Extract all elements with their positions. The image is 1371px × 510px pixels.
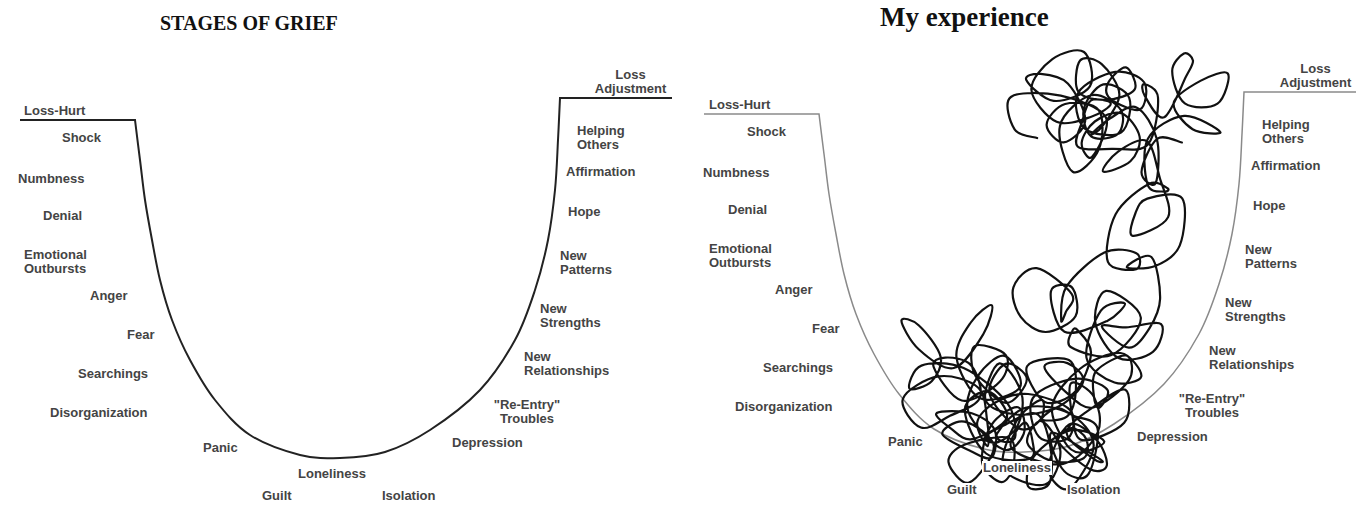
stage-label: Helping Others [1261,118,1329,146]
stage-label: "Re-Entry" Troubles [1172,392,1252,420]
stage-label: Guilt [946,483,978,497]
stage-label: Fear [127,328,154,342]
stage-label: Guilt [262,489,292,503]
stage-label: "Re-Entry" Troubles [488,398,566,426]
stage-label: Disorganization [734,400,834,414]
stage-label: Emotional Outbursts [24,248,99,276]
stage-label: Anger [90,289,128,303]
stage-label: Hope [568,205,601,219]
stage-label: Anger [774,283,814,297]
stage-label: New Patterns [560,249,632,277]
stage-label: New Strengths [540,302,620,330]
stage-label: Searchings [78,367,148,381]
stage-label: New Patterns [1244,243,1318,271]
stage-label: Numbness [18,172,84,186]
stage-label: New Relationships [524,350,629,378]
stage-label: Disorganization [50,406,148,420]
stage-label: Loss Adjustment [583,68,678,96]
stage-label: Depression [452,436,523,450]
stage-label: Hope [1252,199,1287,213]
grief-curve [20,98,672,458]
stage-label: Isolation [1066,483,1121,497]
stage-label: Loneliness [298,467,366,481]
stage-label: Loneliness [982,461,1052,475]
stage-label: Shock [62,131,101,145]
panel-title: My experience [880,2,1049,33]
stage-label: Isolation [382,489,435,503]
stage-label: Searchings [762,361,834,375]
stage-label: Shock [746,125,787,139]
stage-label: Numbness [702,166,770,180]
stage-label: Fear [811,322,840,336]
stage-label: Helping Others [577,124,643,152]
scribble [901,50,1228,489]
stage-label: Emotional Outbursts [708,242,785,270]
stage-label: Panic [887,435,924,449]
stage-label: New Strengths [1224,296,1306,324]
stage-label: Denial [727,203,768,217]
stage-label: Loss-Hurt [708,98,771,112]
stage-label: Affirmation [1250,159,1321,173]
stage-label: Panic [203,441,238,455]
stage-label: Loss-Hurt [24,104,85,118]
stage-label: Affirmation [566,165,635,179]
stage-label: Loss Adjustment [1267,62,1364,90]
panel-title: STAGES OF GRIEF [160,12,338,35]
stage-label: Depression [1136,430,1209,444]
stage-label: Denial [43,209,82,223]
grief-curve-faint [704,92,1356,452]
stage-label: New Relationships [1208,344,1315,372]
